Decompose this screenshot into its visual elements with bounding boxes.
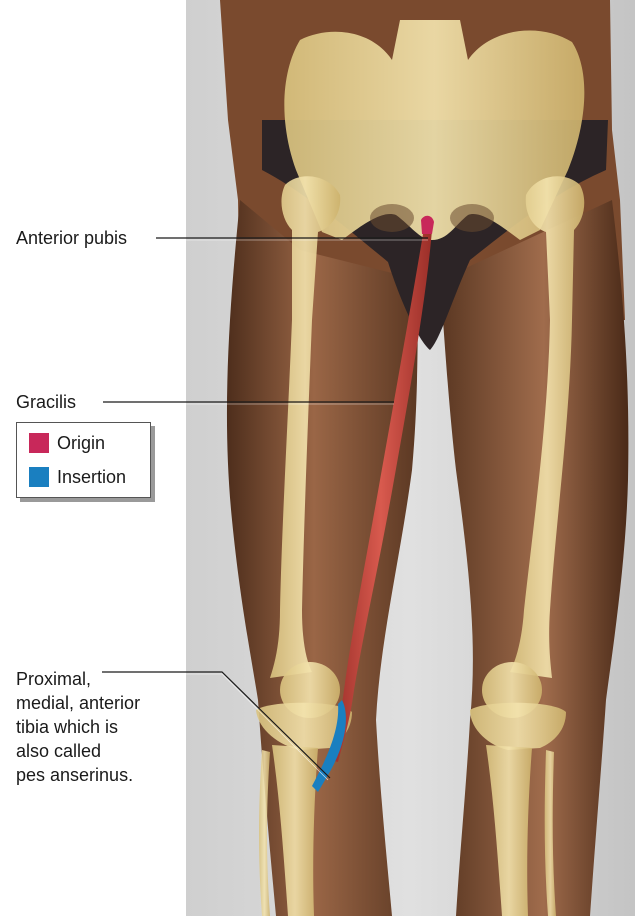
insertion-site-line: pes anserinus. — [16, 763, 140, 787]
legend-label-origin: Origin — [57, 433, 105, 454]
legend: Origin Insertion — [16, 422, 151, 498]
muscle-label: Gracilis — [16, 390, 76, 414]
insertion-site-line: tibia which is — [16, 715, 140, 739]
obturator-foramen-right — [450, 204, 494, 232]
insertion-site-label: Proximal, medial, anterior tibia which i… — [16, 667, 140, 787]
insertion-site-line: also called — [16, 739, 140, 763]
origin-site-label: Anterior pubis — [16, 226, 127, 250]
insertion-swatch — [29, 467, 49, 487]
insertion-site-line: Proximal, — [16, 667, 140, 691]
origin-marker — [421, 216, 434, 234]
legend-item-insertion: Insertion — [29, 466, 126, 488]
legend-item-origin: Origin — [29, 432, 105, 454]
legend-label-insertion: Insertion — [57, 467, 126, 488]
origin-swatch — [29, 433, 49, 453]
insertion-site-line: medial, anterior — [16, 691, 140, 715]
obturator-foramen-left — [370, 204, 414, 232]
